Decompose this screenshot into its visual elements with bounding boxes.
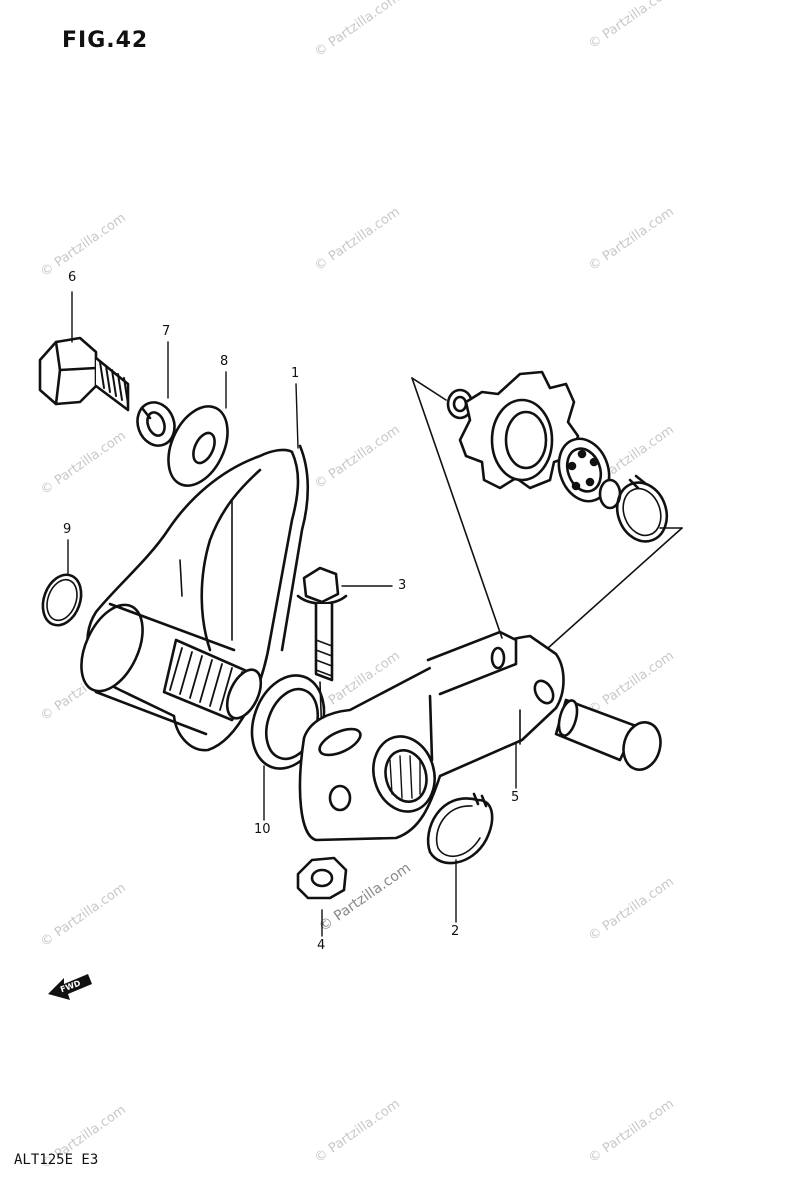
part-9-o-ring xyxy=(41,573,83,627)
callout-1: 1 xyxy=(291,366,300,381)
callout-2: 2 xyxy=(451,924,460,939)
part-3-flange-bolt xyxy=(296,566,348,741)
callout-3: 3 xyxy=(398,578,407,593)
part-8-flat-washer xyxy=(167,405,229,487)
part-7-lock-washer xyxy=(136,401,176,447)
callout-8: 8 xyxy=(220,354,229,369)
part-1-bracket xyxy=(80,444,310,752)
part-2-circlip xyxy=(426,792,494,865)
fwd-arrow-icon xyxy=(48,974,92,1000)
callout-4: 4 xyxy=(317,938,326,953)
callout-5: 5 xyxy=(511,790,520,805)
leader-lines xyxy=(67,291,517,937)
pivot-pin xyxy=(554,698,662,771)
roller-sprocket-assembly xyxy=(411,370,683,649)
callout-10: 10 xyxy=(254,822,271,837)
part-5-tensioner-arm xyxy=(298,630,565,842)
figure-title: FIG.42 xyxy=(62,28,149,53)
part-4-flange-nut xyxy=(296,856,348,900)
callout-6: 6 xyxy=(68,270,77,285)
part-6-hex-bolt xyxy=(38,336,130,412)
model-code: ALT125E E3 xyxy=(14,1152,99,1168)
callout-7: 7 xyxy=(162,324,171,339)
callout-9: 9 xyxy=(63,522,72,537)
